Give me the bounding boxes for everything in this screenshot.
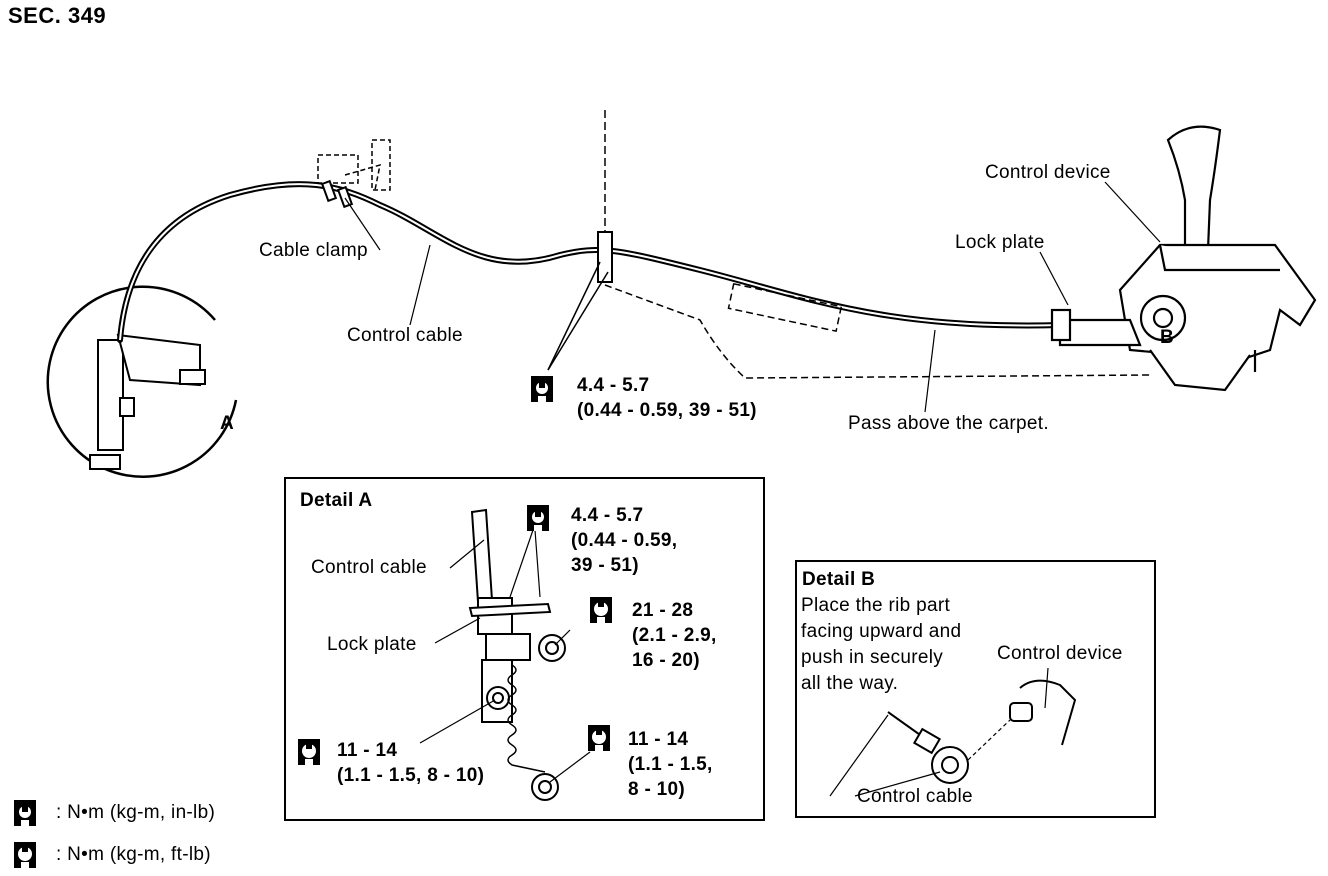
- detail-b-art: [887, 679, 1077, 784]
- torque-icon-in-lb-main: [531, 376, 553, 402]
- marker-a: A: [220, 413, 235, 434]
- detail-b-instruction-1: Place the rib part: [801, 595, 951, 616]
- legend-icon-in-lb: [14, 800, 36, 826]
- floor-clamp: [597, 231, 613, 283]
- detail-a-torque1-units1: (0.44 - 0.59,: [571, 530, 678, 551]
- detail-a-torque4-value: 11 - 14: [628, 729, 689, 750]
- detail-a-torque4-units1: (1.1 - 1.5,: [628, 754, 713, 775]
- label-control-device: Control device: [985, 162, 1111, 183]
- detail-a-box: [284, 477, 765, 821]
- control-device-art: [1050, 125, 1317, 392]
- detail-a-torque4-units2: 8 - 10): [628, 779, 686, 800]
- detail-a-torque2-value: 21 - 28: [632, 600, 694, 621]
- label-pass-above-carpet: Pass above the carpet.: [848, 413, 1049, 434]
- detail-a-circle: [46, 285, 238, 478]
- detail-a-control-cable: Control cable: [311, 557, 427, 578]
- control-cable-main: [117, 181, 1063, 343]
- detail-a-torque2-units2: 16 - 20): [632, 650, 700, 671]
- detail-b-instruction-2: facing upward and: [801, 621, 962, 642]
- detail-b-control-cable: Control cable: [857, 786, 973, 807]
- detail-a-torque3-units: (1.1 - 1.5, 8 - 10): [337, 765, 485, 786]
- legend-in-lb: : N•m (kg-m, in-lb): [56, 802, 216, 823]
- floor-outline: [604, 282, 1151, 379]
- legend-ft-lb: : N•m (kg-m, ft-lb): [56, 844, 211, 865]
- torque-main-value: 4.4 - 5.7: [577, 375, 650, 396]
- detail-b-instruction-3: push in securely: [801, 647, 944, 668]
- label-control-cable: Control cable: [347, 325, 463, 346]
- detail-a-torque3-value: 11 - 14: [337, 740, 398, 761]
- detail-a-torque1-units2: 39 - 51): [571, 555, 639, 576]
- detail-b-title: Detail B: [802, 569, 876, 590]
- cable-clamp-bracket: [317, 139, 391, 191]
- detail-b-box: [795, 560, 1156, 818]
- detail-a-torque2-units1: (2.1 - 2.9,: [632, 625, 717, 646]
- detail-a-lock-plate: Lock plate: [327, 634, 417, 655]
- marker-b: B: [1160, 327, 1175, 348]
- section-title: SEC. 349: [8, 3, 107, 28]
- transmission-bracket: [89, 333, 206, 470]
- detail-b-instruction-4: all the way.: [801, 673, 899, 694]
- label-cable-clamp: Cable clamp: [259, 240, 368, 261]
- detail-a-torque1-value: 4.4 - 5.7: [571, 505, 644, 526]
- detail-a-title: Detail A: [300, 490, 373, 511]
- torque-main-units: (0.44 - 0.59, 39 - 51): [577, 400, 757, 421]
- detail-a-boot: [507, 664, 546, 773]
- label-lock-plate: Lock plate: [955, 232, 1045, 253]
- legend-icon-ft-lb: [14, 842, 36, 868]
- detail-b-control-device: Control device: [997, 643, 1123, 664]
